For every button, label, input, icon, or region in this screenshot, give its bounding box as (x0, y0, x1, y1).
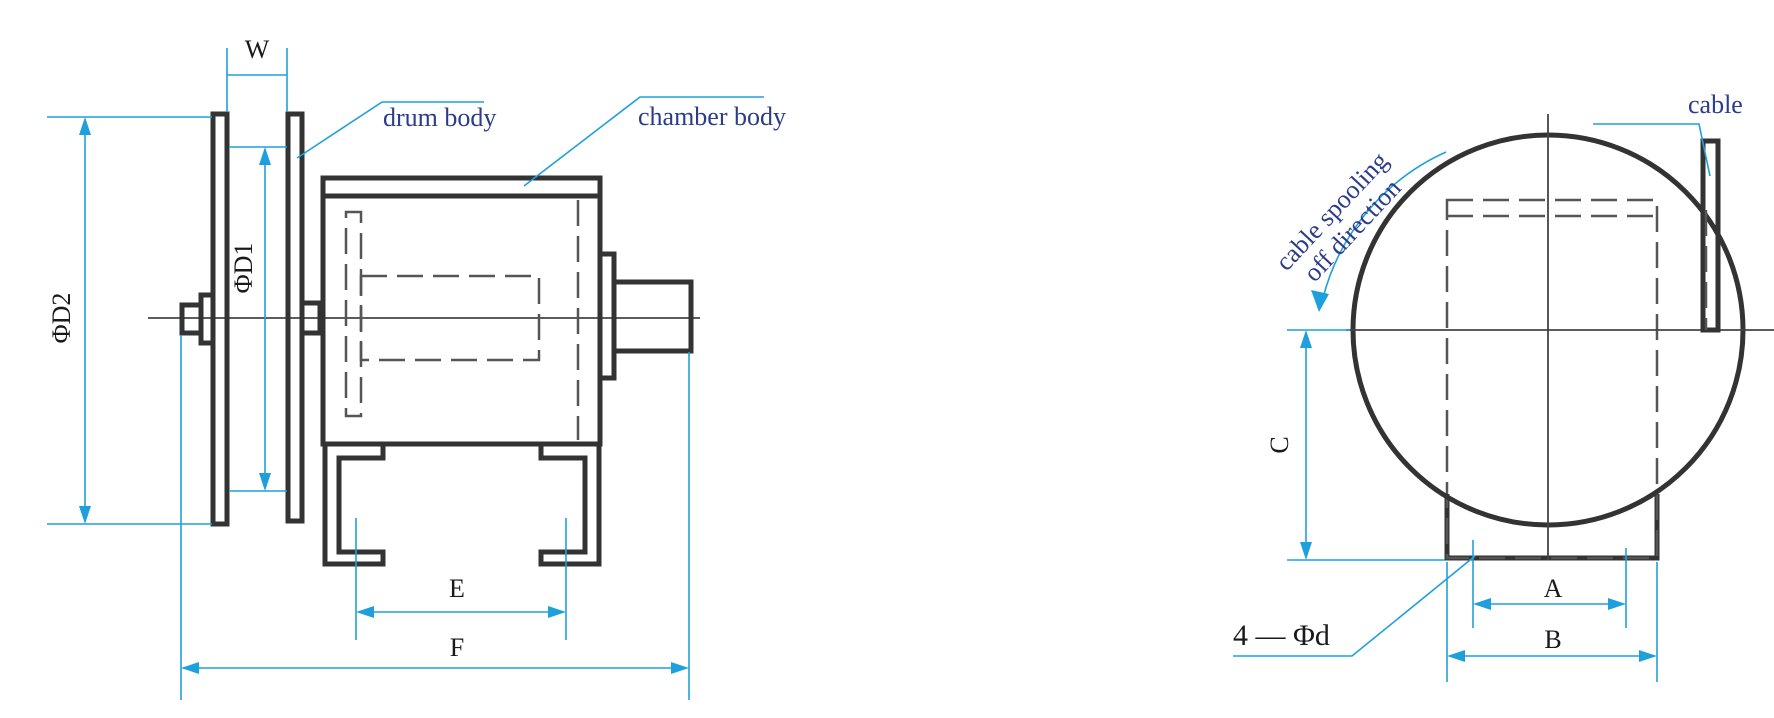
dim-a: A (1544, 574, 1563, 603)
dim-w: W (245, 35, 270, 64)
left-nut (179, 302, 204, 336)
right-hub (299, 300, 323, 336)
label-mount-holes: 4 — Φd (1233, 619, 1330, 652)
right-foot-channel (538, 441, 602, 567)
left-foot-channel (322, 441, 386, 567)
dim-b: B (1544, 625, 1561, 654)
dim-phi-d2: ΦD2 (47, 293, 76, 344)
label-chamber-body: chamber body (638, 102, 786, 131)
chamber-inner-core (359, 274, 541, 362)
label-drum-body: drum body (383, 103, 496, 132)
side-view: W ΦD2 ΦD1 E F drum body chambe (47, 35, 786, 700)
chamber-box (320, 193, 603, 447)
spooling-direction-arc (1322, 151, 1447, 299)
spooling-direction-arrowhead (1311, 290, 1329, 312)
output-shaft (611, 279, 694, 354)
frame-hidden-outline (1445, 198, 1659, 560)
label-cable: cable (1688, 90, 1743, 119)
dim-e: E (449, 574, 465, 603)
end-view: cable cable spooling off direction C A B… (1233, 90, 1774, 682)
chamber-top-plate (320, 175, 603, 199)
dim-phi-d1: ΦD1 (229, 243, 258, 294)
dim-c: C (1265, 436, 1294, 453)
chamber-inner-left (344, 210, 363, 418)
dim-f: F (450, 633, 464, 662)
cable-outlet (1700, 138, 1721, 333)
